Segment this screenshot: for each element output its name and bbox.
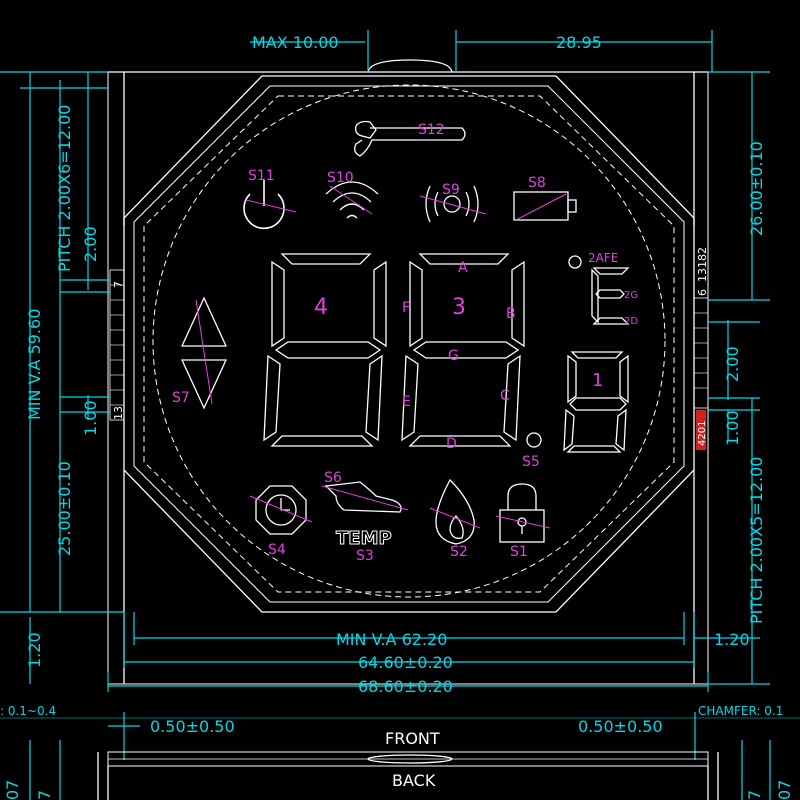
dim-side-left-1: 07 [3, 780, 22, 800]
label-s1: S1 [510, 544, 528, 560]
dim-side-right-1: 7 [745, 790, 764, 800]
digit-3-segments [401, 253, 525, 447]
dim-chamfer-left: : 0.1~0.4 [0, 704, 56, 718]
digit-3-label: 3 [452, 295, 466, 320]
dim-left-pitch-step: 2.00 [81, 226, 100, 262]
side-view [97, 751, 719, 800]
label-s2: S2 [450, 544, 468, 560]
label-s6: S6 [324, 470, 342, 486]
pin-label-right-code: 13182 [696, 247, 709, 282]
dimension-lines [0, 30, 800, 800]
battery-icon [513, 191, 577, 221]
label-s8: S8 [528, 175, 546, 191]
seg-2afe: 2AFE [588, 251, 618, 265]
dim-side-right-2: 07 [775, 780, 794, 800]
seg-2g: 2G [624, 290, 638, 301]
dim-glass-width: 64.60±0.20 [358, 653, 453, 672]
dim-left-height: MIN V.A 59.60 [25, 309, 44, 420]
digit-4-segments [263, 253, 387, 447]
flame-icon [429, 478, 481, 545]
dim-outer-width: 68.60±0.20 [358, 677, 453, 696]
dim-left-lower: 25.00±0.10 [55, 461, 74, 556]
label-s10: S10 [327, 170, 354, 186]
lock-icon [495, 483, 551, 543]
dim-right-pitch: PITCH 2.00X5=12.00 [747, 457, 766, 624]
temp-label: TEMP [336, 528, 392, 549]
decimal-point [526, 432, 542, 448]
right-pin-array [693, 297, 709, 450]
panel-outline [107, 59, 709, 685]
dim-left-pitch: PITCH 2.00X6=12.00 [55, 105, 74, 272]
dim-side-left-2: 7 [35, 790, 54, 800]
pin-marker [696, 410, 706, 450]
octagon-outline [123, 75, 695, 613]
dim-left-pin-width: 1.00 [81, 400, 100, 436]
pin-label-left-top: 7 [112, 281, 125, 288]
dim-offset-right: 0.50±0.50 [578, 717, 663, 736]
seg-g: G [448, 348, 459, 364]
up-down-arrow-icon [180, 296, 228, 410]
seg-f: F [402, 300, 410, 316]
dim-offset-left: 0.50±0.50 [150, 717, 235, 736]
label-s5: S5 [522, 454, 540, 470]
clock-icon [249, 485, 313, 535]
digit-1-segments [563, 351, 629, 453]
label-s9: S9 [442, 182, 460, 198]
seg-e: E [402, 394, 411, 410]
dim-right-pitch-step: 2.00 [723, 346, 742, 382]
dim-max-thickness: MAX 10.00 [252, 33, 339, 52]
degree-e-segments [568, 255, 630, 325]
digit-1-label: 1 [592, 370, 603, 391]
label-front: FRONT [385, 729, 440, 748]
seg-a: A [458, 260, 468, 276]
dim-right-pin-width: 1.00 [723, 410, 742, 446]
pin-label-left-bottom: 13 [112, 406, 125, 420]
dim-va-width: MIN V.A 62.20 [336, 630, 447, 649]
dim-chamfer-right: CHAMFER: 0.1 [698, 704, 783, 718]
label-s12: S12 [418, 122, 445, 138]
label-s11: S11 [248, 168, 275, 184]
seg-d: D [446, 436, 457, 452]
hand-icon [321, 481, 409, 513]
label-back: BACK [392, 771, 436, 790]
digit-4-label: 4 [314, 295, 328, 320]
buzzer-icon [419, 185, 487, 223]
left-pin-array [109, 269, 125, 421]
dim-right-bottom: 1.20 [714, 630, 750, 649]
dim-top-width: 28.95 [556, 33, 602, 52]
dim-right-upper: 26.00±0.10 [747, 141, 766, 236]
wrench-icon [354, 120, 466, 157]
seg-2d: 2D [624, 316, 638, 327]
seg-b: B [506, 306, 516, 322]
label-s7: S7 [172, 390, 190, 406]
dim-left-bottom: 1.20 [25, 632, 44, 668]
pin-label-right-top: 6 [696, 289, 709, 296]
pin-label-right-red: 4201 [697, 421, 708, 446]
wifi-icon [325, 181, 379, 219]
label-s4: S4 [268, 542, 286, 558]
power-icon [243, 180, 297, 230]
seg-c: C [500, 388, 510, 404]
label-s3: S3 [356, 548, 374, 564]
